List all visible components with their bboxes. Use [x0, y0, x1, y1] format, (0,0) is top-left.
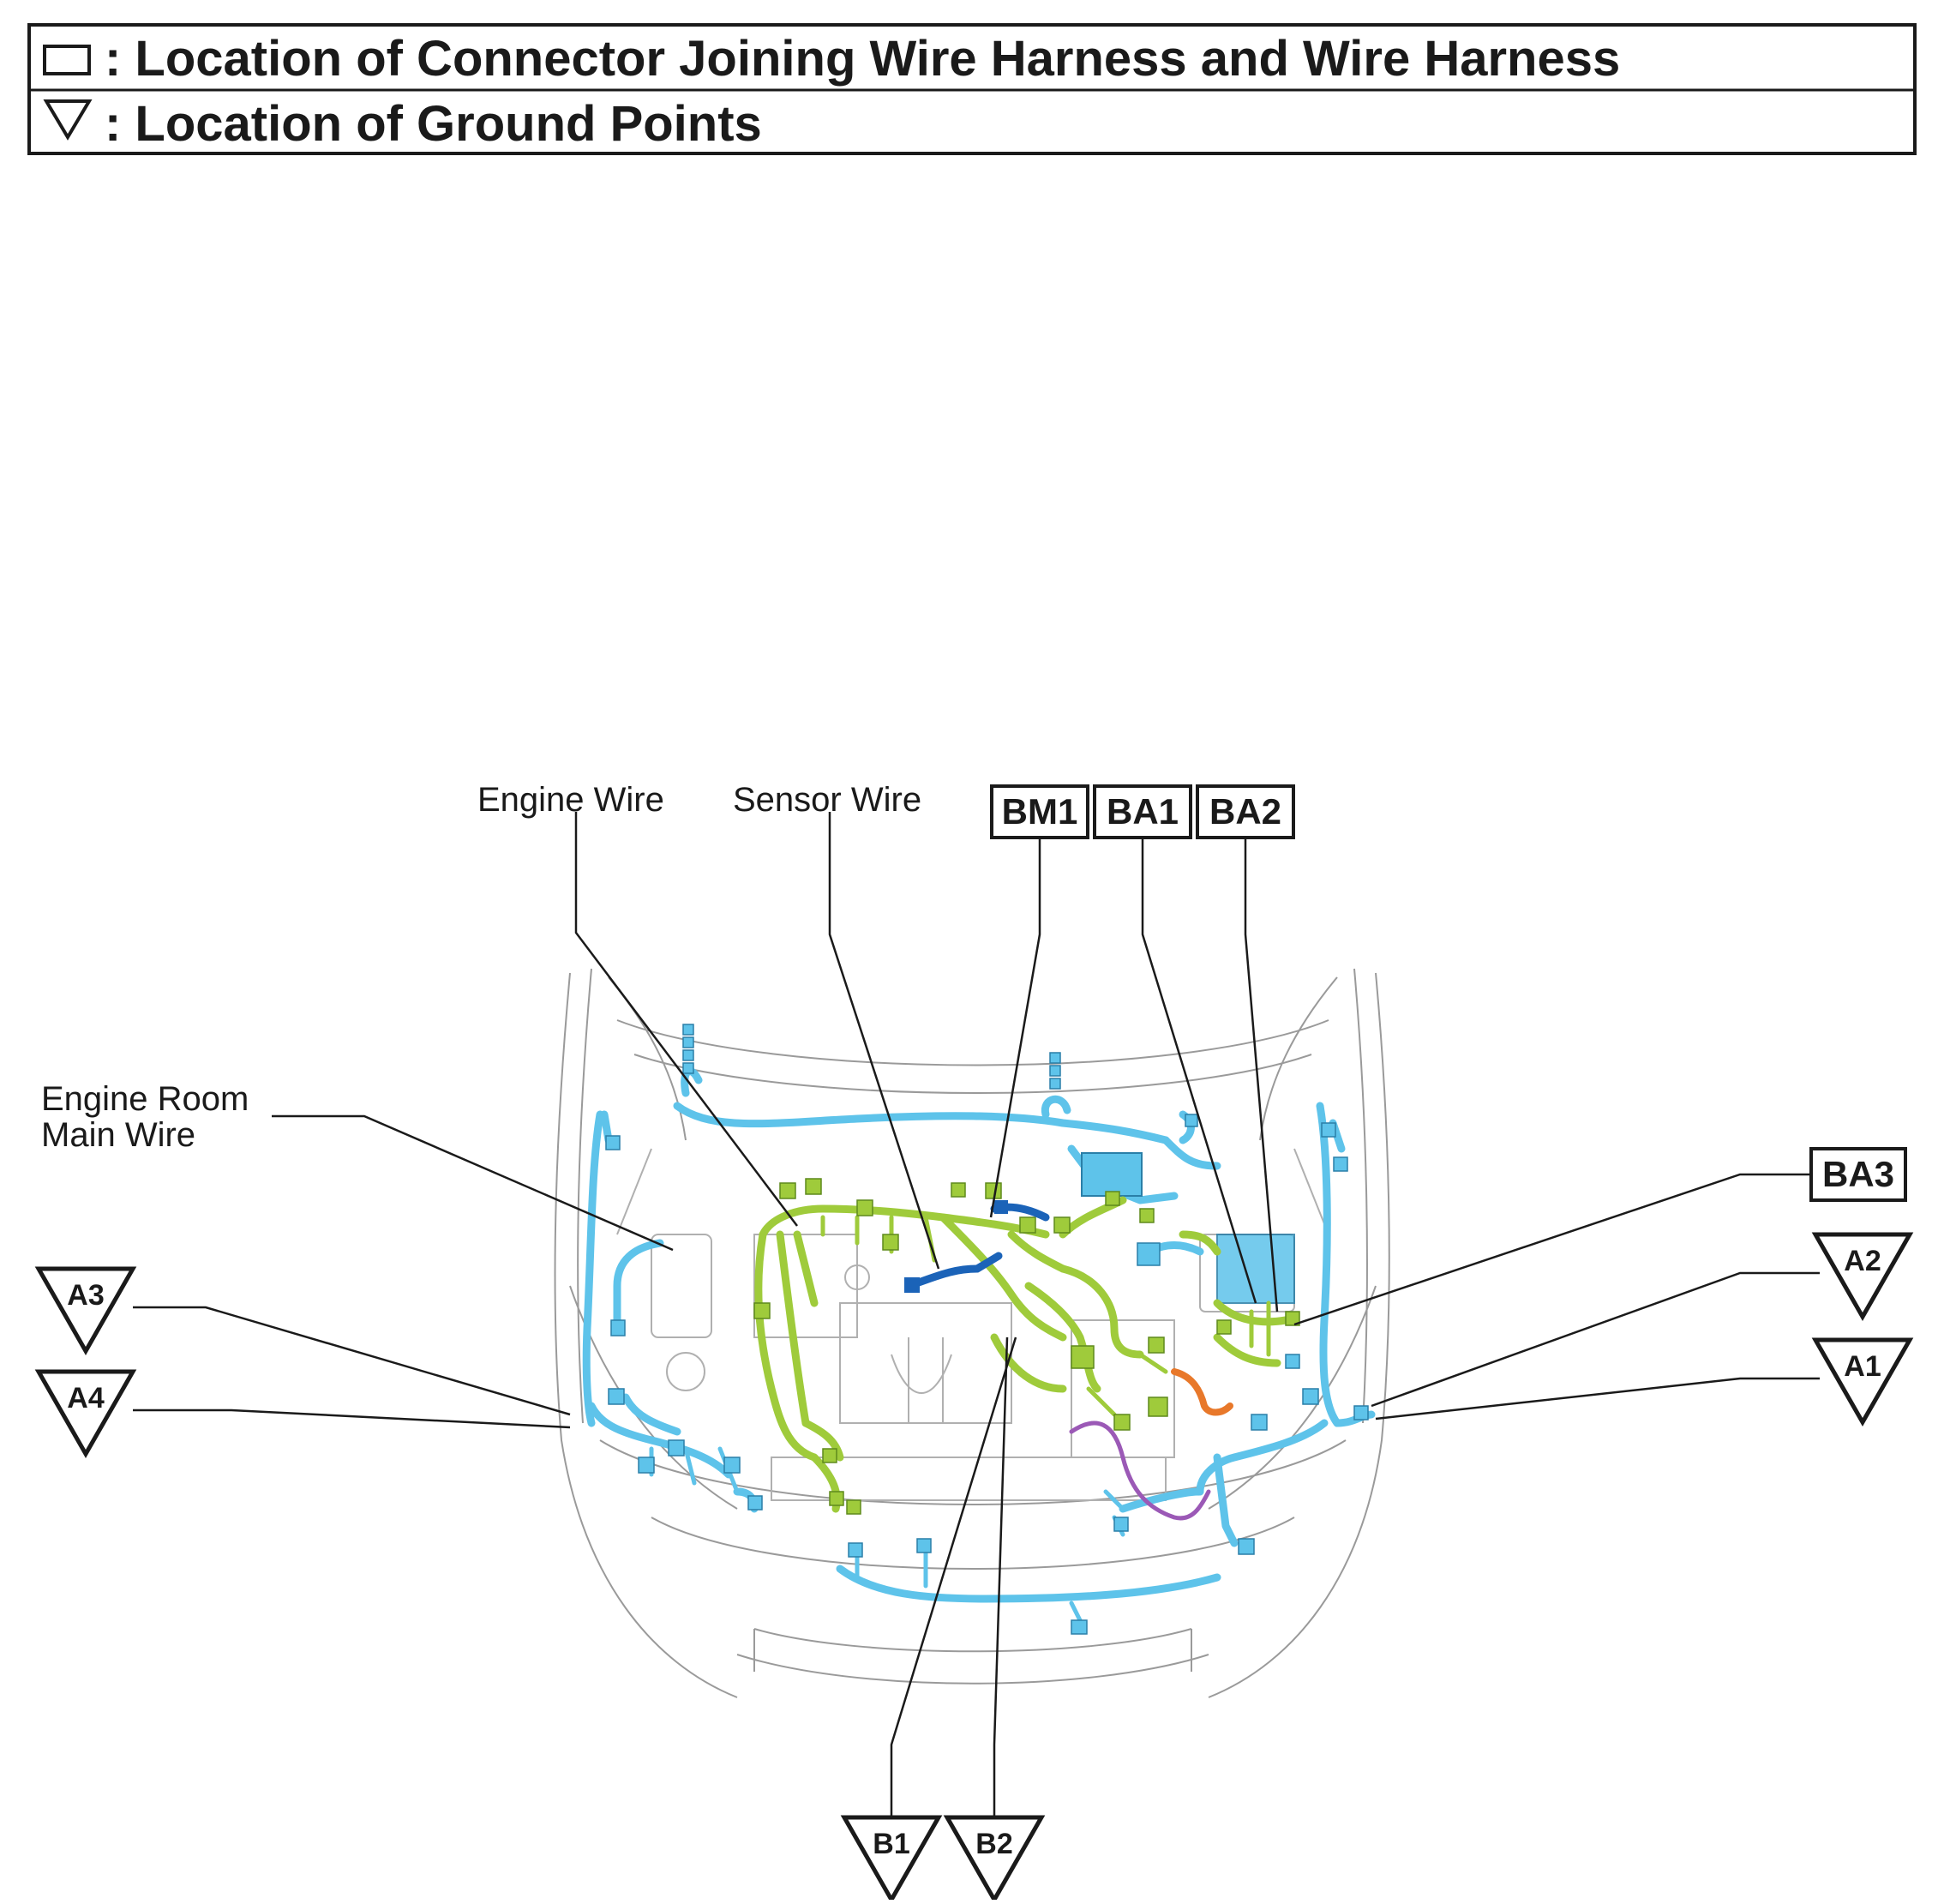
connector-ba1-label: BA1 [1107, 791, 1179, 832]
ground-point-b2: B2 [943, 1815, 1046, 1904]
connector-bm1-label: BM1 [1002, 791, 1078, 832]
connector-ba2-label: BA2 [1209, 791, 1281, 832]
ground-point-b1: B1 [840, 1815, 943, 1904]
vehicle-outline [554, 968, 1390, 1698]
ground-a2-label: A2 [1844, 1245, 1881, 1277]
ground-point-a2: A2 [1811, 1232, 1914, 1322]
legend-connector-text: : Location of Connector Joining Wire Har… [105, 31, 1620, 87]
sensor-wire-label: Sensor Wire [733, 781, 921, 819]
ground-triangle-icon [34, 1266, 137, 1356]
connector-box-ba2: BA2 [1196, 784, 1295, 839]
connector-ba3-label: BA3 [1822, 1154, 1894, 1194]
ground-a1-label: A1 [1844, 1350, 1881, 1383]
ground-b2-label: B2 [975, 1828, 1012, 1860]
engine-wire-harness [753, 1178, 1300, 1515]
ground-point-a3: A3 [34, 1266, 137, 1356]
ground-point-a1: A1 [1811, 1337, 1914, 1427]
connector-box-ba3: BA3 [1809, 1147, 1907, 1202]
ground-b1-label: B1 [873, 1828, 909, 1860]
engine-room-main-wire-label-line2: Main Wire [41, 1116, 195, 1154]
wire-labels: Engine Wire Sensor Wire Engine Room Main… [41, 781, 921, 1154]
leader-lines [133, 812, 1820, 1817]
orange-harness [1171, 1368, 1233, 1416]
engine-wire-label: Engine Wire [477, 781, 664, 819]
connector-box-bm1: BM1 [990, 784, 1089, 839]
engine-room-main-wire-label-line1: Engine Room [41, 1080, 249, 1118]
connector-symbol-icon [43, 45, 91, 75]
ground-triangle-icon [840, 1815, 943, 1904]
purple-harness [1069, 1420, 1211, 1521]
ground-a3-label: A3 [67, 1279, 104, 1312]
sensor-wire-harness [904, 1200, 1050, 1293]
legend: : Location of Connector Joining Wire Har… [27, 23, 1917, 155]
ground-a4-label: A4 [67, 1382, 105, 1414]
connector-box-ba1: BA1 [1093, 784, 1192, 839]
ground-point-a4: A4 [34, 1369, 137, 1459]
ground-triangle-icon [943, 1815, 1046, 1904]
legend-ground-text: : Location of Ground Points [105, 96, 762, 152]
engine-room-main-wire-harness [582, 1024, 1376, 1635]
ground-triangle-icon [34, 1369, 137, 1459]
ground-triangle-icon [1811, 1337, 1914, 1427]
ground-triangle-icon [1811, 1232, 1914, 1322]
ground-symbol-icon [43, 99, 93, 141]
